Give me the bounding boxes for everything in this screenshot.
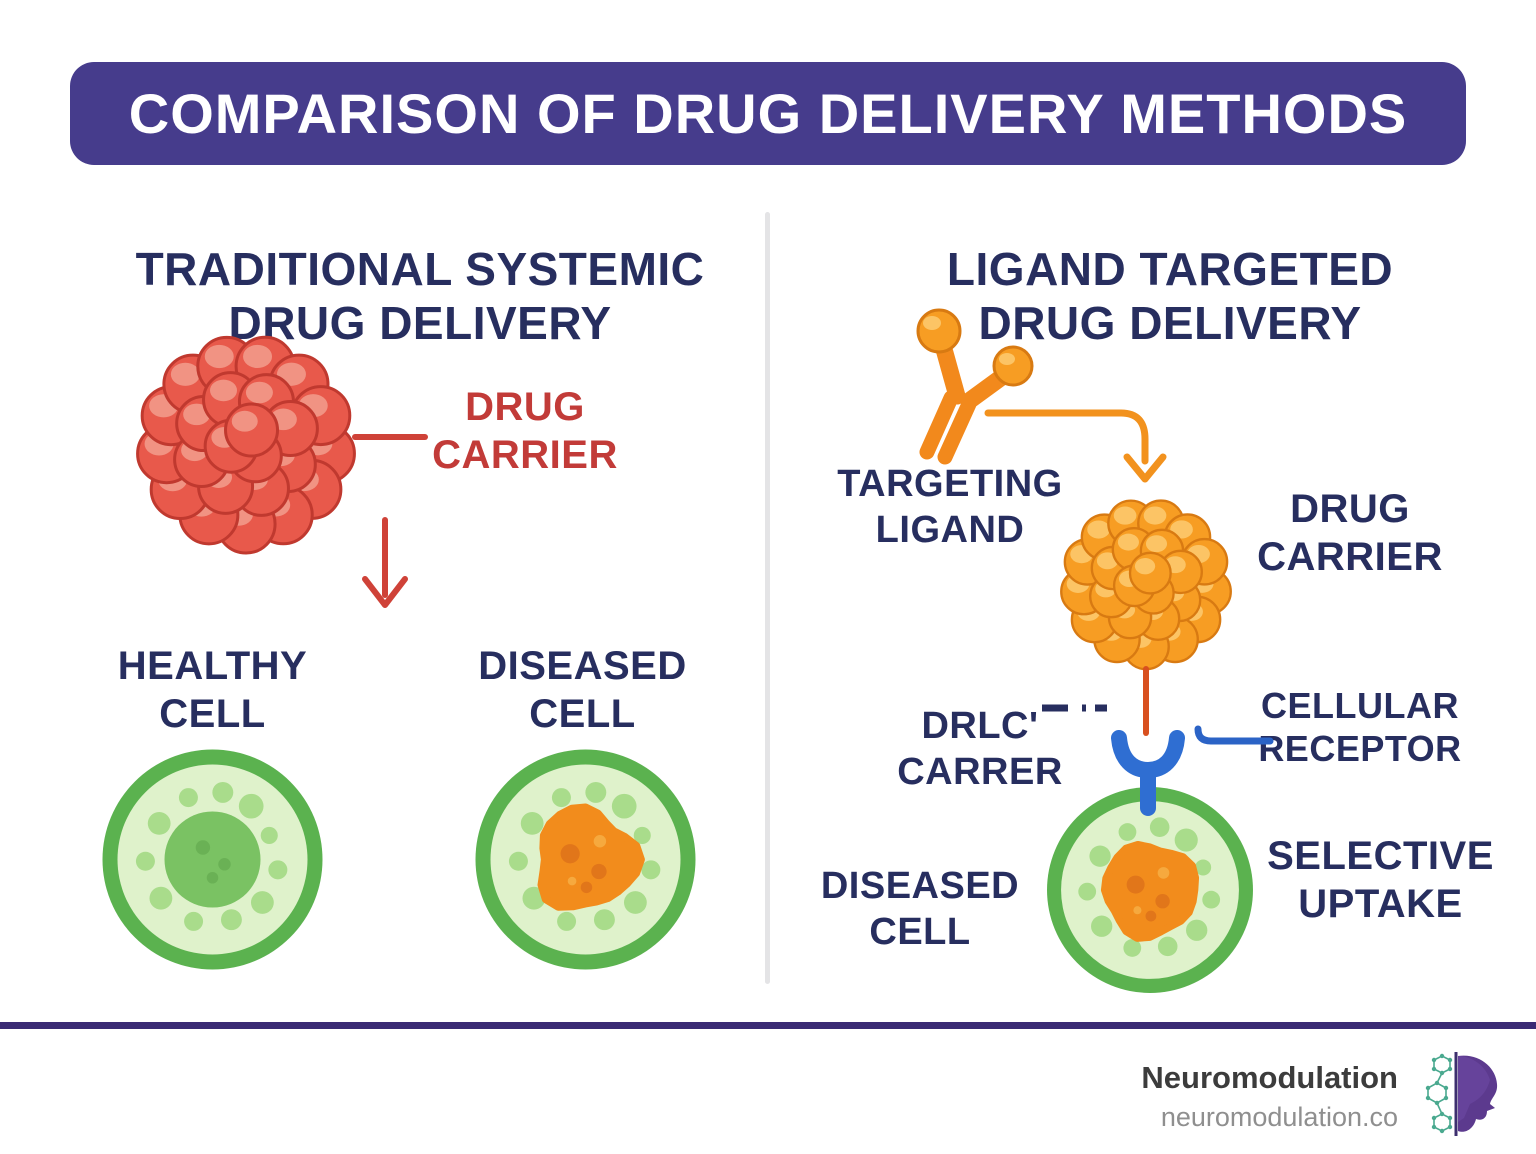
page-title: COMPARISON OF DRUG DELIVERY METHODS [128, 82, 1408, 145]
right-heading-line2: DRUG DELIVERY [978, 296, 1362, 349]
left-diseased-cell-line1: DISEASED [478, 644, 687, 688]
title-banner: COMPARISON OF DRUG DELIVERY METHODS [70, 62, 1466, 165]
drug-carrier-pointer-line [352, 434, 428, 440]
cellular-receptor-line2: RECEPTOR [1258, 728, 1462, 770]
left-drug-carrier-label: DRUG CARRIER [425, 383, 625, 479]
healthy-cell-icon [102, 749, 323, 970]
targeting-ligand-label: TARGETING LIGAND [825, 462, 1075, 553]
section-divider [765, 212, 770, 984]
cellular-receptor-line1: CELLULAR [1261, 685, 1459, 726]
left-drug-carrier-line2: CARRIER [432, 433, 618, 477]
right-heading-line1: LIGAND TARGETED [946, 243, 1394, 296]
lower-drug-carrier-line1: DRLC' [921, 705, 1039, 747]
receptor-pointer-line [1194, 725, 1274, 745]
carrier-receptor-stem [1143, 666, 1149, 736]
healthy-cell-label: HEALTHY CELL [85, 642, 340, 738]
targeting-ligand-icon [916, 308, 1034, 465]
right-drug-carrier-line2: CARRIER [1257, 535, 1443, 579]
drug-carrier-dashed-pointer [1042, 704, 1120, 712]
left-heading-line1: TRADITIONAL SYSTEMIC [135, 243, 705, 296]
healthy-cell-line2: CELL [159, 692, 266, 736]
left-section-heading: TRADITIONAL SYSTEMIC DRUG DELIVERY [95, 243, 745, 350]
left-drug-carrier-line1: DRUG [465, 385, 585, 429]
bottom-rule [0, 1022, 1536, 1029]
left-diseased-cell-label: DISEASED CELL [450, 642, 715, 738]
lower-drug-carrier-label: DRLC' CARRER [870, 704, 1090, 795]
right-drug-carrier-line1: DRUG [1290, 487, 1410, 531]
brand-logo-icon [1425, 1052, 1498, 1136]
cellular-receptor-icon [1111, 730, 1185, 816]
left-heading-line2: DRUG DELIVERY [228, 296, 612, 349]
left-diseased-cell-icon [475, 749, 696, 970]
right-diseased-cell-label: DISEASED CELL [805, 864, 1035, 955]
right-diseased-cell-line1: DISEASED [820, 865, 1020, 907]
red-drug-carrier-icon [136, 335, 356, 555]
molecule-decoration [1425, 1053, 1453, 1134]
left-diseased-cell-line2: CELL [529, 692, 636, 736]
selective-uptake-line2: UPTAKE [1298, 882, 1463, 926]
selective-uptake-label: SELECTIVE UPTAKE [1258, 832, 1503, 928]
bottom-diseased-cell-icon [1047, 787, 1253, 993]
lower-drug-carrier-line2: CARRER [897, 750, 1063, 793]
healthy-cell-line1: HEALTHY [117, 644, 308, 688]
right-diseased-cell-line2: CELL [869, 910, 971, 953]
right-section-heading: LIGAND TARGETED DRUG DELIVERY [900, 243, 1440, 350]
elbow-arrow-icon [984, 409, 1167, 483]
selective-uptake-line1: SELECTIVE [1267, 834, 1494, 878]
right-drug-carrier-label: DRUG CARRIER [1245, 485, 1455, 581]
orange-drug-carrier-icon [1060, 499, 1232, 671]
cellular-receptor-label: CELLULAR RECEPTOR [1250, 684, 1470, 770]
brand-website: neuromodulation.co [1160, 1102, 1398, 1132]
targeting-ligand-line1: TARGETING [837, 463, 1063, 505]
footer: Neuromodulation neuromodulation.co [1098, 1060, 1398, 1133]
down-arrow-icon [362, 517, 408, 608]
targeting-ligand-line2: LIGAND [875, 508, 1025, 551]
brand-name: Neuromodulation [1141, 1060, 1398, 1095]
